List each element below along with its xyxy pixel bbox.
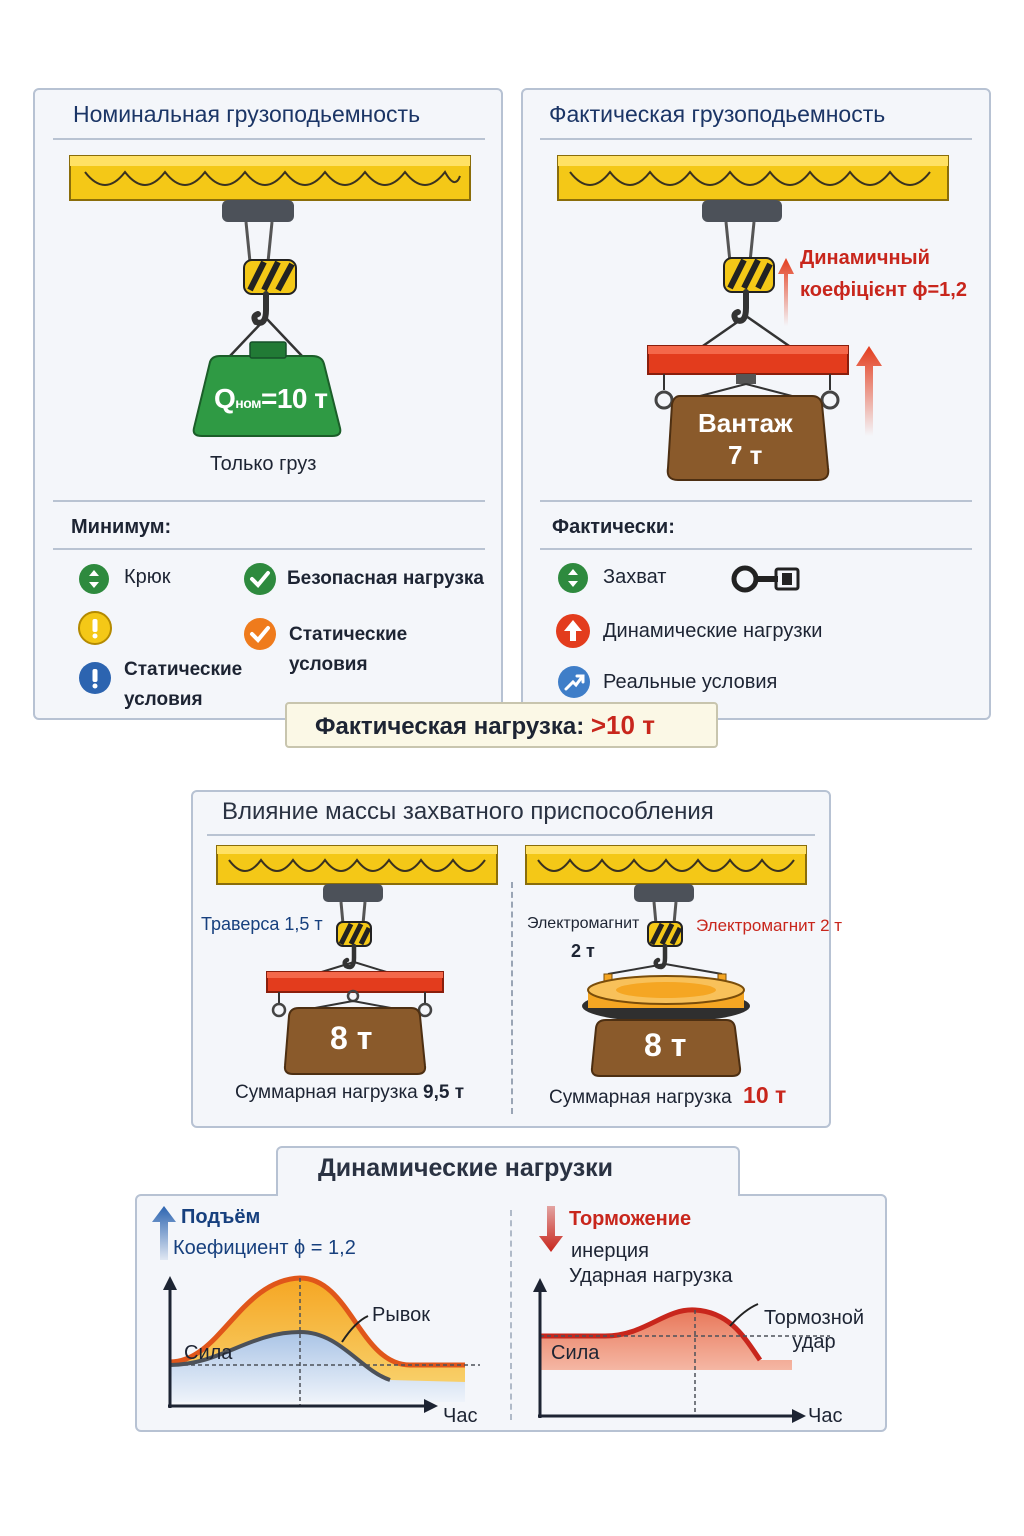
actual-item-grab: Захват: [603, 566, 667, 588]
brake-peak-label: Тормозной удар: [763, 1307, 865, 1353]
beam-truss: [569, 170, 931, 186]
lift-peak-label: Рывок: [372, 1304, 430, 1326]
nominal-mid-rule: [53, 500, 485, 502]
nominal-title: Номинальная грузоподьемность: [73, 101, 421, 127]
dynamic-divider: [510, 1210, 512, 1420]
check-icon: [244, 618, 276, 650]
brake-line1: инерция: [571, 1240, 649, 1262]
magnet-label-left-weight: 2 т: [571, 941, 595, 961]
actual-title: Фактическая грузоподьемность: [549, 101, 886, 127]
brake-heading: Торможение: [569, 1208, 692, 1230]
arrow-up-icon: [152, 1206, 176, 1260]
magnet-sum-value: 10 т: [743, 1082, 787, 1108]
actual-title-rule: [540, 138, 972, 140]
exclamation-icon: [79, 662, 111, 694]
brake-line2: Ударная нагрузка: [569, 1265, 733, 1287]
traverse-sum: Суммарная нагрузка 9,5 т: [235, 1082, 465, 1103]
beam-truss: [84, 170, 461, 186]
hook-grab-icon: [731, 565, 800, 593]
arrow-up-icon: [556, 614, 590, 648]
brake-force-chart: [533, 1278, 830, 1423]
hook: [731, 289, 749, 324]
actual-load-value: 7 т: [728, 440, 763, 470]
brake-y-label: Сила: [551, 1342, 600, 1364]
traverse-sum-value: 9,5 т: [423, 1082, 465, 1103]
actual-crane-diagram: [557, 155, 949, 481]
lift-heading: Подъём: [181, 1206, 261, 1228]
nominal-caption: Только груз: [210, 453, 317, 475]
arrow-updown-icon: [558, 563, 588, 593]
actual-load-callout-text: Фактическая нагрузка: >10 т: [315, 710, 655, 740]
arrow-up-icon: [778, 258, 794, 326]
check-icon: [244, 563, 276, 595]
lift-base-curve: [169, 1329, 391, 1382]
arrow-down-icon: [539, 1206, 563, 1252]
actual-load-callout-value: >10 т: [590, 710, 655, 740]
hook: [251, 291, 269, 326]
trolley: [222, 200, 294, 222]
nominal-title-rule: [53, 138, 485, 140]
dynamic-coefficient-label: Динамичный коефіцієнт ϕ=1,2: [800, 247, 967, 301]
trolley: [702, 200, 782, 222]
arrow-up-icon: [856, 346, 882, 436]
brown-load: [590, 1019, 742, 1077]
magnet-label-left: Электромагнит: [527, 915, 640, 932]
nominal-section-rule: [53, 548, 485, 550]
gripping-title: Влияние массы захватного приспособления: [222, 798, 714, 825]
actual-load-name: Вантаж: [698, 408, 793, 438]
magnet-crane-diagram: [525, 845, 807, 1077]
lift-x-label: Час: [443, 1405, 478, 1427]
lift-force-chart: [163, 1275, 480, 1413]
nominal-item-safe-load: Безопасная нагрузка: [287, 568, 484, 589]
nominal-item-hook: Крюк: [124, 566, 171, 588]
brown-load: [666, 395, 830, 481]
lift-coefficient: Коефициент ϕ = 1,2: [173, 1237, 356, 1259]
dynamic-tab-join: [278, 1190, 738, 1198]
dynamic-title: Динамические нагрузки: [318, 1154, 614, 1182]
arrow-updown-icon: [79, 564, 109, 594]
actual-section-rule: [540, 548, 972, 550]
brown-load: [283, 1007, 427, 1075]
actual-section-title: Фактически:: [552, 516, 675, 538]
gripping-divider: [511, 882, 513, 1114]
traverse-label: Траверса 1,5 т: [201, 914, 323, 934]
traverse-crane-diagram: [216, 845, 498, 1075]
lift-base-area: [170, 1332, 465, 1402]
nominal-section-title: Минимум:: [71, 516, 172, 538]
arrow-diagonal-icon: [558, 666, 590, 698]
nominal-load-label: Qном=10 т: [214, 383, 328, 414]
nominal-crane-diagram: [69, 155, 471, 437]
actual-load-callout: [285, 702, 718, 748]
lift-y-label: Сила: [184, 1342, 233, 1364]
exclamation-icon: [78, 611, 112, 645]
magnet-sum: Суммарная нагрузка 10 т: [549, 1082, 787, 1108]
magnet-label-right: Электромагнит 2 т: [696, 916, 843, 935]
nominal-item-static-right: Статические условия: [289, 624, 408, 675]
actual-mid-rule: [540, 500, 972, 502]
green-load: [192, 355, 342, 437]
traverse-load-value: 8 т: [330, 1020, 373, 1056]
brake-x-label: Час: [808, 1405, 843, 1427]
magnet-load-value: 8 т: [644, 1027, 687, 1063]
nominal-item-static-left: Статические условия: [124, 659, 243, 710]
actual-item-dynamic: Динамические нагрузки: [603, 620, 823, 642]
actual-item-real: Реальные условия: [603, 671, 778, 693]
gripping-title-rule: [207, 834, 815, 836]
brake-shock-curve: [540, 1307, 763, 1362]
